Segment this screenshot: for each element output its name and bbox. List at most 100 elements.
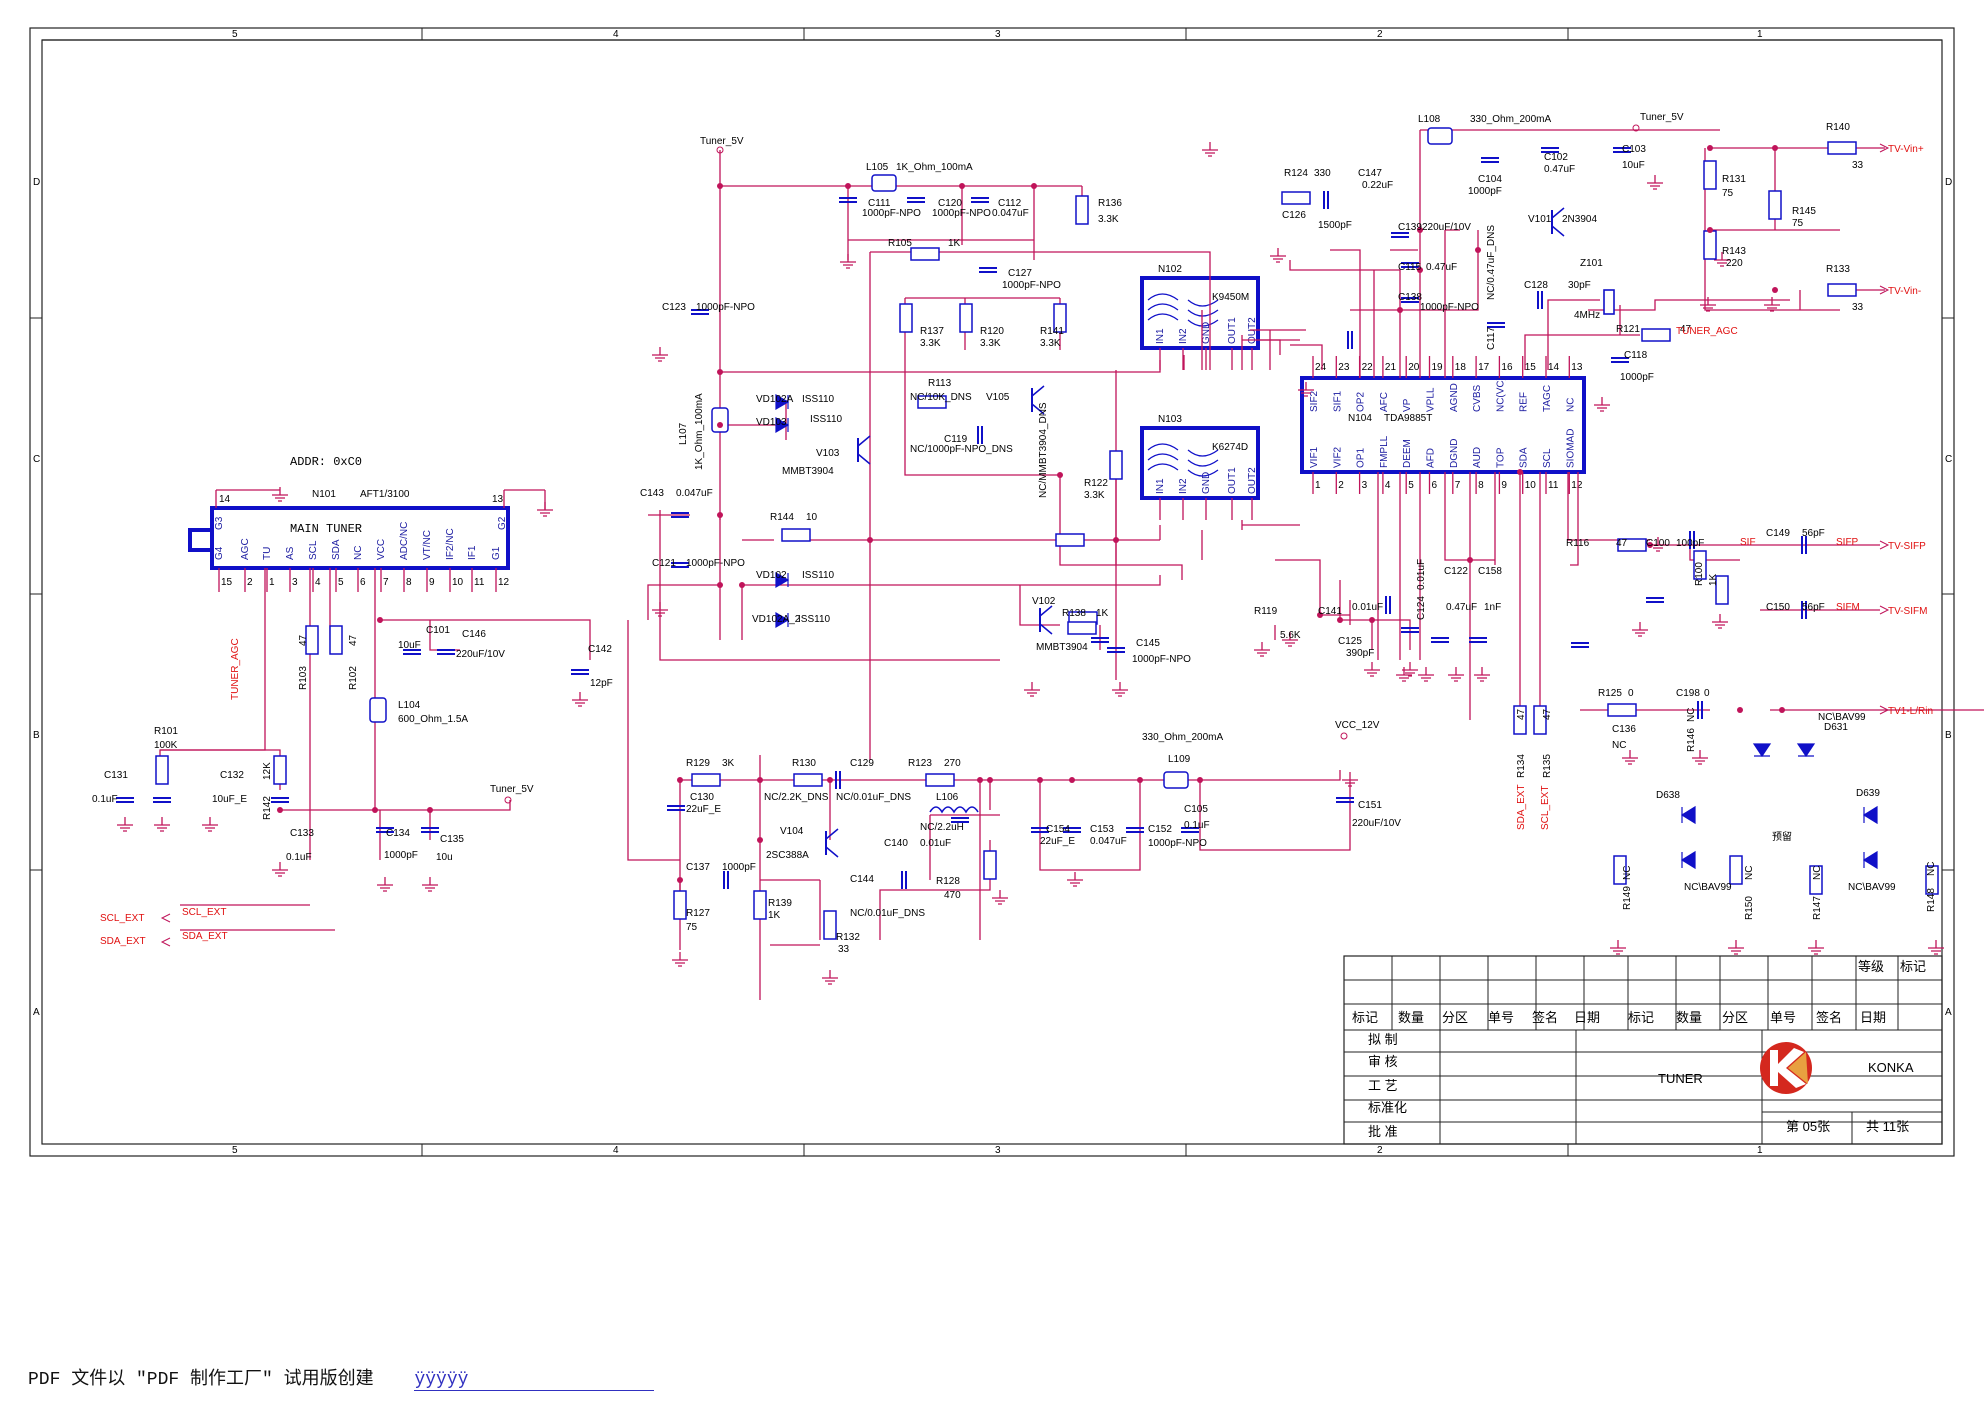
- resistor-symbol: [1055, 533, 1085, 547]
- ref: R136: [1098, 198, 1122, 209]
- ref: C115: [1398, 262, 1422, 273]
- ref: D638: [1656, 790, 1680, 801]
- net-junction: [677, 877, 683, 883]
- col-mark: 1: [1757, 1145, 1763, 1156]
- ref: R119: [1254, 606, 1278, 617]
- ref: D631: [1824, 722, 1848, 733]
- ground-symbol: [1712, 614, 1728, 629]
- tuner-pin-g3: G3: [214, 516, 225, 530]
- ground-symbol: [1632, 622, 1648, 637]
- value: 220: [1726, 258, 1743, 269]
- value: ISS110: [802, 394, 834, 405]
- resistor-symbol: [1703, 160, 1717, 190]
- ref: L105: [866, 162, 889, 173]
- pin-num: 19: [1432, 362, 1444, 373]
- ic-pin-label: SIF1: [1332, 390, 1343, 412]
- net-junction: [845, 183, 851, 189]
- net-junction: [427, 807, 433, 813]
- ref: R148: [1926, 888, 1937, 912]
- ref: C128: [1524, 280, 1548, 291]
- ref: R135: [1542, 754, 1553, 778]
- net-junction: [1397, 307, 1403, 313]
- ref: R150: [1744, 896, 1755, 920]
- ref: C145: [1136, 638, 1160, 649]
- tb-header: 标记: [1900, 959, 1926, 974]
- resistor-symbol: [1281, 191, 1311, 205]
- net-junction: [1197, 777, 1203, 783]
- net-junction: [1779, 707, 1785, 713]
- ref: R142: [262, 796, 273, 820]
- footer-link[interactable]: ÿÿÿÿÿ: [414, 1370, 655, 1391]
- ref: R139: [768, 898, 792, 909]
- tb-role: 批 准: [1368, 1124, 1398, 1139]
- value: 30pF: [1568, 280, 1591, 291]
- net-junction: [717, 512, 723, 518]
- tuner-address: ADDR: 0xC0: [290, 455, 362, 469]
- resistor-symbol: [983, 850, 997, 880]
- value: 33: [1852, 160, 1864, 171]
- ref: R143: [1722, 246, 1746, 257]
- ground-symbol: [1647, 175, 1663, 190]
- ref: C141: [1318, 606, 1342, 617]
- tb-column-header: 签名: [1532, 1010, 1558, 1025]
- value: NC/0.01uF_DNS: [850, 908, 925, 919]
- resistor-symbol: [1533, 705, 1547, 735]
- ground-symbol: [1714, 252, 1730, 267]
- tuner-pin-label: IF1: [467, 545, 478, 560]
- value: MMBT3904: [782, 466, 834, 477]
- value: 3.3K: [1084, 490, 1105, 501]
- ref: C129: [850, 758, 874, 769]
- value: 33: [838, 944, 850, 955]
- port-label: SCL_EXT: [100, 913, 144, 924]
- net-junction: [1467, 557, 1473, 563]
- value: 0.47uF: [1446, 602, 1477, 613]
- ground-symbol: [672, 952, 688, 967]
- ferrite-bead-symbol: [369, 697, 387, 723]
- ref: C130: [690, 792, 714, 803]
- component-labels: Tuner_5V Tuner_5V Tuner_5V VCC_12V L105 …: [92, 112, 1937, 955]
- resistor-symbol: [1703, 230, 1717, 260]
- ref: L106: [936, 792, 959, 803]
- pin-num: 24: [1315, 362, 1327, 373]
- resistor-symbol: [305, 625, 319, 655]
- value: 0: [1628, 688, 1634, 699]
- ref: C102: [1544, 152, 1568, 163]
- ground-symbol: [202, 817, 218, 832]
- ic-pin-label: SDA: [1519, 447, 1530, 468]
- tb-role: 工 艺: [1368, 1078, 1398, 1093]
- value: NC: [1744, 866, 1755, 880]
- ic-pin-label: AFD: [1426, 448, 1437, 468]
- value: 2SC388A: [766, 850, 809, 861]
- ref: C103: [1622, 144, 1646, 155]
- ground-symbol: [1448, 667, 1464, 682]
- ref: C123: [662, 302, 686, 313]
- net-junction: [717, 369, 723, 375]
- row-mark: A: [1945, 1007, 1952, 1018]
- col-mark: 1: [1757, 29, 1763, 40]
- ref: C150: [1766, 602, 1790, 613]
- ic-pin-label: OP1: [1356, 448, 1367, 468]
- net-junction: [987, 777, 993, 783]
- port-arrow: [160, 937, 171, 947]
- tb-role: 标准化: [1368, 1100, 1407, 1115]
- ground-symbol: [1808, 940, 1824, 955]
- value: NC: [1622, 866, 1633, 880]
- value: 5.6K: [1280, 630, 1301, 641]
- ref: R103: [298, 666, 309, 690]
- value: 0.01uF: [1416, 559, 1427, 590]
- net-junction: [677, 777, 683, 783]
- net-junction: [867, 537, 873, 543]
- ref: C131: [104, 770, 128, 781]
- port-arrow: [1879, 705, 1890, 715]
- net-junction: [1069, 777, 1075, 783]
- ref: C140: [884, 838, 908, 849]
- sheet-frame: 5 4 3 2 1 5 4 3 2 1 D C B A D C B A: [29, 27, 1955, 1157]
- pin-num: 11: [474, 577, 485, 588]
- tb-column-header: 数量: [1398, 1010, 1424, 1025]
- ic-pin-label: OUT2: [1247, 467, 1258, 494]
- net-junction: [1369, 617, 1375, 623]
- ref: R130: [792, 758, 816, 769]
- ref: C133: [290, 828, 314, 839]
- resistor-symbol: [1607, 703, 1637, 717]
- tb-column-header: 日期: [1860, 1010, 1886, 1025]
